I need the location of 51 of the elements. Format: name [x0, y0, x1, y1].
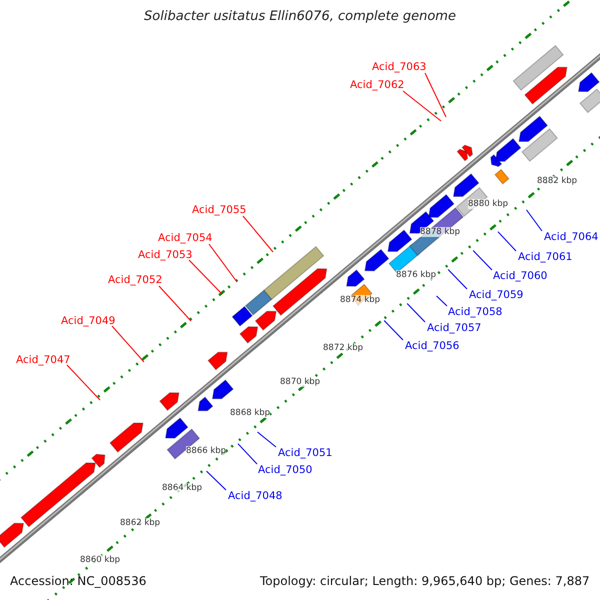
- leader-line: [188, 260, 222, 294]
- gene-label: Acid_7062: [350, 79, 404, 92]
- scale-label: 8860 kbp: [80, 555, 120, 566]
- gene-label: Acid_7048: [228, 490, 282, 503]
- leader-line: [526, 209, 542, 232]
- scale-label: 8880 kbp: [468, 199, 508, 210]
- gene-label: Acid_7052: [108, 274, 162, 287]
- gene-label: Acid_7059: [469, 289, 524, 302]
- leader-line: [112, 326, 144, 362]
- leader-line: [158, 286, 192, 322]
- gene-label: Acid_7055: [192, 204, 246, 217]
- gene-label: Acid_7047: [16, 354, 70, 367]
- accession-text: Accession: NC_008536: [10, 574, 146, 588]
- gene-label: Acid_7057: [427, 322, 482, 335]
- scale-label: 8872 kbp: [323, 343, 364, 354]
- leader-line: [66, 364, 100, 400]
- scale-label: 8866 kbp: [186, 446, 226, 456]
- gene-label: Acid_7060: [493, 270, 548, 283]
- leader-line: [208, 244, 238, 282]
- gene-label: Acid_7051: [278, 447, 332, 460]
- leader-line: [424, 72, 446, 118]
- leader-line: [497, 231, 516, 252]
- gene-label: Acid_7063: [372, 61, 426, 74]
- gene-label: Acid_7049: [61, 315, 116, 328]
- gene-label: Acid_7053: [138, 249, 192, 262]
- genome-summary-text: Topology: circular; Length: 9,965,640 bp; Genes: 7,887: [260, 574, 590, 588]
- leader-line: [472, 250, 492, 270]
- leader-line: [402, 90, 442, 122]
- leader-line: [242, 216, 274, 252]
- scale-label: 8870 kbp: [280, 377, 320, 388]
- scale-label: 8878 kbp: [420, 227, 460, 238]
- leader-line: [406, 303, 426, 322]
- leader-line: [237, 443, 258, 464]
- scale-label: 8882 kbp: [537, 176, 578, 186]
- gene-label: Acid_7054: [158, 232, 212, 245]
- gene-label: Acid_7058: [448, 306, 502, 319]
- scale-label: 8874 kbp: [340, 295, 380, 306]
- leader-line: [384, 320, 404, 340]
- diagram-title: Solibacter usitatus Ellin6076, complete genome: [143, 9, 457, 25]
- scale-label: 8868 kbp: [230, 408, 270, 418]
- leader-line: [256, 432, 276, 448]
- scale-label: 8876 kbp: [396, 270, 436, 280]
- gene-label: Acid_7064: [544, 231, 598, 244]
- gene-label: Acid_7050: [258, 464, 312, 477]
- scale-label: 8864 kbp: [162, 483, 202, 494]
- scale-label: 8862 kbp: [120, 518, 160, 528]
- leader-line: [436, 296, 448, 306]
- gene-label: Acid_7061: [518, 251, 572, 264]
- leader-line: [206, 470, 226, 490]
- gene-label: Acid_7056: [405, 340, 460, 353]
- leader-line: [448, 269, 468, 290]
